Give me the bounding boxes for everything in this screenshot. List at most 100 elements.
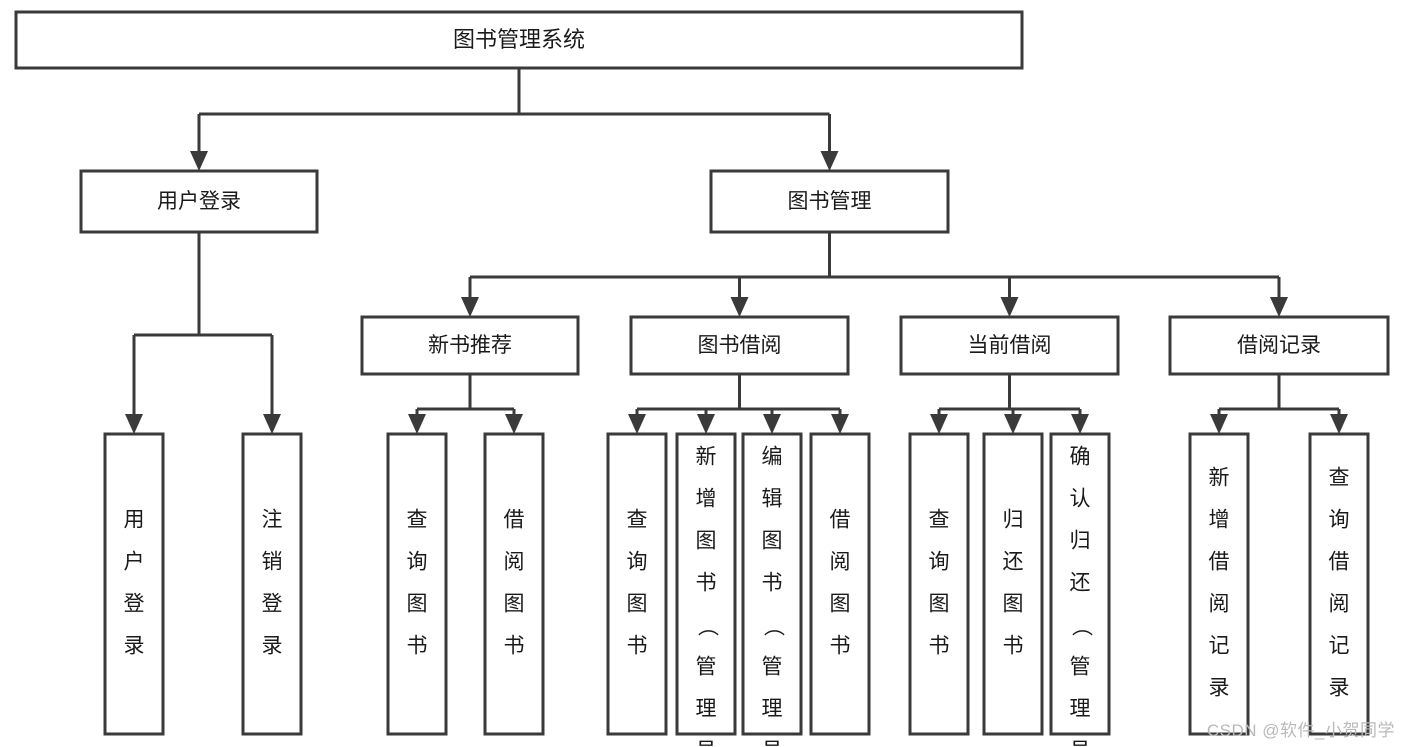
svg-text:录: 录 [124,635,145,658]
book-manage-box[interactable] [709,169,950,234]
svg-text:书: 书 [696,572,717,595]
svg-text:新: 新 [696,446,717,469]
new-book-recommend-box[interactable] [360,315,580,376]
svg-text:书: 书 [762,572,783,595]
book-borrow-box[interactable] [629,315,850,376]
svg-text:借: 借 [1329,551,1350,574]
svg-text:书: 书 [1003,635,1024,658]
svg-text:增: 增 [1209,509,1230,532]
borrow-record-box[interactable] [1168,315,1390,376]
node-user-login[interactable]: 用户登录 [79,169,319,234]
node-book-manage[interactable]: 图书管理 [709,169,950,234]
leaf-logout-box[interactable] [241,432,303,736]
arrow-to-leaf-borrow-book-2 [831,414,849,434]
svg-text:图: 图 [762,530,783,553]
svg-text:图: 图 [830,593,851,616]
user-login-box[interactable] [79,169,319,234]
book-borrow-label: 图书借阅 [698,334,782,357]
undefined-box[interactable] [14,10,1024,70]
leaf-add-record-box[interactable] [1188,432,1250,736]
arrow-to-leaf-query-book-3 [930,414,948,434]
svg-text:阅: 阅 [504,551,525,574]
svg-text:图: 图 [627,593,648,616]
leaf-query-book-3-box[interactable] [908,432,970,736]
leaf-add-book-box[interactable] [675,432,737,736]
svg-text:理: 理 [1070,698,1091,721]
leaf-query-book-2-box[interactable] [606,432,668,736]
svg-text:（: （ [695,616,718,637]
arrow-to-leaf-logout [263,414,281,434]
svg-text:确: 确 [1070,446,1091,469]
svg-text:书: 书 [504,635,525,658]
book-manage-label: 图书管理 [788,190,872,213]
svg-text:登: 登 [124,593,145,616]
leaf-confirm-return-box[interactable] [1049,432,1111,736]
leaf-borrow-book-1-box[interactable] [483,432,545,736]
svg-text:理: 理 [696,698,717,721]
svg-text:归: 归 [1003,509,1024,532]
node-current-borrow[interactable]: 当前借阅 [899,315,1120,376]
svg-text:归: 归 [1070,530,1091,553]
leaf-query-record-box[interactable] [1308,432,1370,736]
undefined-label: 图书管理系统 [453,27,585,52]
current-borrow-box[interactable] [899,315,1120,376]
user-login-label: 用户登录 [157,190,241,213]
arrow-to-leaf-edit-book [763,414,781,434]
svg-text:（: （ [761,616,784,637]
borrow-record-label: 借阅记录 [1237,334,1321,357]
arrow-to-leaf-user-login [125,414,143,434]
leaf-borrow-book-2-box[interactable] [809,432,871,736]
svg-text:借: 借 [1209,551,1230,574]
svg-text:书: 书 [627,635,648,658]
leaf-edit-book-box[interactable] [741,432,803,736]
svg-text:询: 询 [627,551,648,574]
svg-text:记: 记 [1209,635,1230,658]
svg-text:记: 记 [1329,635,1350,658]
arrow-to-leaf-add-record [1210,414,1228,434]
svg-text:询: 询 [929,551,950,574]
leaf-query-book-1-box[interactable] [386,432,448,736]
node-leaf-user-login[interactable]: 用户登录 [103,432,165,736]
svg-text:新: 新 [1209,467,1230,490]
node-book-borrow[interactable]: 图书借阅 [629,315,850,376]
svg-text:书: 书 [407,635,428,658]
node-borrow-record[interactable]: 借阅记录 [1168,315,1390,376]
arrow-to-user-login [190,151,208,171]
arrow-to-leaf-return-book [1004,414,1022,434]
svg-text:管: 管 [696,656,717,679]
svg-text:管: 管 [762,656,783,679]
node-undefined[interactable]: 图书管理系统 [14,10,1024,70]
node-layer: 图书管理系统用户登录图书管理新书推荐图书借阅当前借阅借阅记录用户登录注销登录查询… [14,10,1390,747]
svg-text:借: 借 [830,509,851,532]
connector-layer [125,68,1348,434]
leaf-user-login-box[interactable] [103,432,165,736]
svg-text:还: 还 [1070,572,1091,595]
svg-text:录: 录 [1329,677,1350,700]
arrow-to-book-borrow [730,297,749,317]
svg-text:图: 图 [407,593,428,616]
node-new-book-recommend[interactable]: 新书推荐 [360,315,580,376]
svg-text:注: 注 [262,509,283,532]
leaf-return-book-box[interactable] [982,432,1044,736]
